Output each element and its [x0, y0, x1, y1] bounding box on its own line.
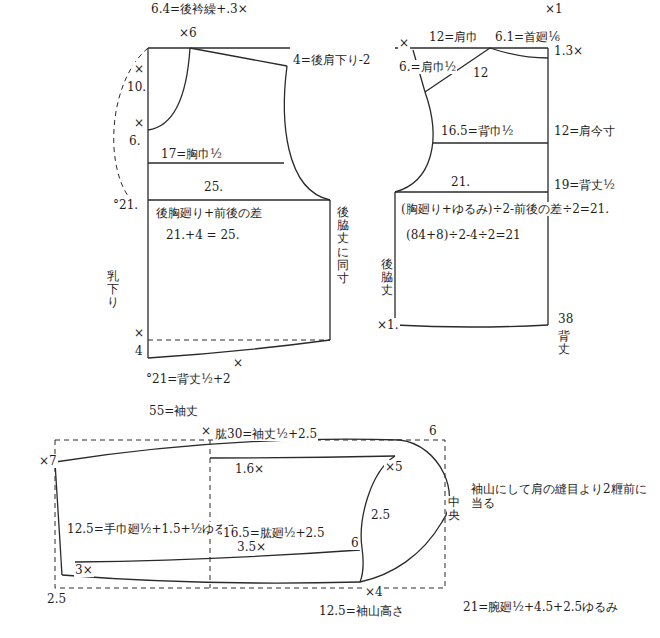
dimension-label: 1.6×: [234, 462, 265, 476]
dimension-label: 6.: [128, 134, 141, 148]
hem-guide: [148, 340, 330, 341]
armhole: [284, 66, 330, 200]
arc-guide: [114, 48, 148, 196]
dimension-label: 12.5=手巾廻½+1.5+½ゆるみ: [66, 522, 239, 536]
dimension-label: °21.: [112, 198, 139, 212]
sleeve-top: [55, 439, 400, 462]
dimension-label: ×1: [544, 2, 564, 16]
center-back: [547, 48, 548, 325]
dimension-label: 6: [428, 424, 438, 438]
bust-line: [148, 199, 330, 200]
top-line: [148, 47, 290, 48]
sleeve-frame: [55, 440, 445, 588]
dimension-label: 2.5: [46, 592, 67, 606]
dimension-label: 55=袖丈: [148, 404, 199, 418]
wrist-line: [55, 462, 62, 575]
dimension-label: 21=腕廻½+4.5+2.5ゆるみ: [462, 600, 619, 614]
back-neck: [490, 48, 548, 58]
dimension-label: 3×: [74, 563, 94, 577]
hem: [395, 325, 548, 327]
under-cap: [360, 456, 395, 582]
dimension-label: 後胸廻り+前後の差: [155, 206, 263, 220]
dimension-label: 10.: [126, 80, 147, 94]
armhole: [395, 92, 433, 192]
dimension-label: ×5: [384, 460, 404, 474]
dimension-label: °21=背丈½+2: [145, 372, 232, 386]
dimension-label: ×: [398, 36, 410, 50]
dimension-label: 後脇丈: [380, 258, 394, 298]
dimension-label: 6: [350, 536, 360, 550]
dimension-label: 2.5: [370, 508, 391, 522]
dimension-label: 1.3×: [553, 44, 584, 58]
dimension-label: 肱30=袖丈½+2.5: [214, 427, 318, 441]
dimension-label: (胸廻り+ゆるみ)÷2-前後の差÷2=21.: [400, 202, 610, 216]
dimension-label: ×: [232, 356, 244, 370]
dimension-label: 背丈: [557, 330, 571, 356]
dimension-label: (84+8)÷2-4÷2=21: [405, 228, 522, 242]
dimension-label: 12: [472, 66, 489, 80]
chest-line: [148, 162, 284, 163]
upper-inner: [210, 456, 395, 458]
dimension-label: ×: [133, 116, 145, 130]
sleeve-cap: [360, 440, 450, 582]
elbow-line: [210, 440, 211, 588]
dimension-label: ×6: [178, 26, 198, 40]
lower-inner: [75, 550, 360, 562]
dimension-label: 6.1=首廻⅙: [494, 30, 561, 44]
dimension-label: 6.4=後衿繰+.3×: [150, 2, 249, 16]
dimension-label: 4=後肩下り-2: [292, 53, 371, 67]
dimension-label: 17=胸巾½: [160, 147, 223, 161]
center-line: [147, 48, 148, 358]
dimension-label: 21.+4 = 25.: [165, 228, 241, 242]
shoulder-line: [190, 48, 287, 66]
dimension-label: 21.: [450, 175, 471, 189]
dimension-label: 3.5×: [236, 540, 267, 554]
dimension-label: 19=背丈½: [553, 178, 616, 192]
dimension-label: 38: [557, 312, 574, 326]
dimension-label: ×1.: [376, 318, 400, 332]
bust-line: [395, 191, 548, 192]
dimension-label: 4: [134, 344, 144, 358]
dimension-label: 25.: [203, 180, 224, 194]
dimension-label: 12=肩巾: [428, 30, 479, 44]
top-line: [395, 47, 548, 48]
dimension-label: 乳下り: [106, 270, 120, 310]
dimension-label: ×: [200, 424, 212, 438]
dimension-label: 袖山にして肩の縫目より2糎前に当る: [470, 482, 652, 511]
back-width-line: [433, 142, 548, 143]
side-seam: [329, 200, 330, 340]
dimension-label: ×4: [364, 585, 384, 599]
dimension-label: 中央: [447, 496, 461, 522]
dimension-label: 12=肩今寸: [553, 124, 616, 138]
sleeve-bottom: [62, 575, 360, 583]
side-seam: [394, 192, 395, 325]
dimension-label: ×: [133, 62, 145, 76]
dimension-label: ×: [133, 326, 145, 340]
dimension-label: 12.5=袖山高さ: [318, 604, 405, 618]
dimension-label: ×7: [38, 454, 58, 468]
dimension-label: 16.5=背巾½: [440, 124, 514, 138]
dimension-label: 後脇丈に同寸: [336, 206, 350, 285]
dimension-label: 16.5=肱廻½+2.5: [222, 526, 326, 540]
neckline: [148, 48, 190, 130]
dimension-label: 6.=肩巾½: [398, 60, 457, 74]
